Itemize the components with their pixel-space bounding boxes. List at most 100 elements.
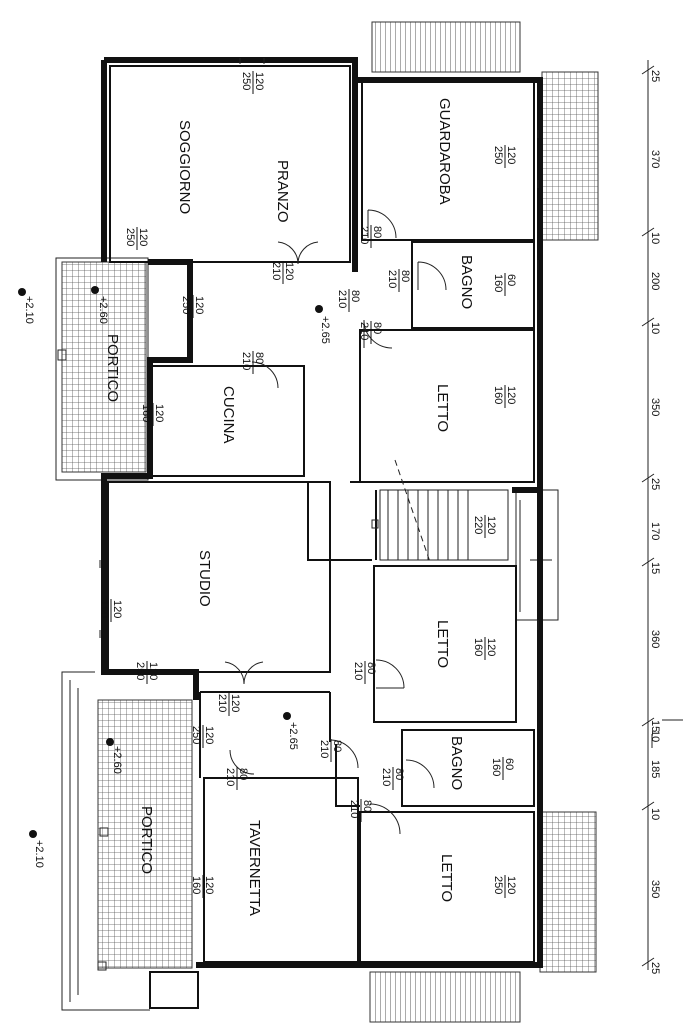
opening-height: 160 [492, 274, 504, 292]
opening-height: 250 [134, 662, 146, 680]
opening-width: 80 [393, 768, 405, 780]
opening-height: 160 [98, 600, 110, 618]
opening-width: 80 [331, 740, 343, 752]
dimension-value: 200 [649, 272, 661, 290]
opening-width: 120 [203, 726, 215, 744]
label-bagno-top: BAGNO [458, 255, 475, 309]
terrace-top-right [541, 71, 599, 241]
label-soggiorno: SOGGIORNO [176, 120, 193, 214]
dimension-value: 185 [649, 760, 661, 778]
room-tavernetta [203, 777, 359, 963]
hall-lines [199, 481, 514, 807]
portico-post [57, 349, 67, 361]
opening-height: 160 [492, 386, 504, 404]
window-marks [99, 58, 539, 930]
dimension-line [641, 60, 683, 970]
label-letto-bottom: LETTO [438, 854, 455, 902]
opening-width: 80 [361, 800, 373, 812]
opening-width: 120 [153, 404, 165, 422]
label-bagno-bottom: BAGNO [448, 736, 465, 790]
dimension-value: 350 [649, 398, 661, 416]
opening-width: 60 [505, 274, 517, 286]
room-cucina [151, 365, 305, 477]
dimension-value: 350 [649, 880, 661, 898]
label-pranzo: PRANZO [274, 160, 291, 223]
room-bagno-bottom [401, 729, 535, 807]
opening-width: 120 [137, 228, 149, 246]
room-guardaroba [361, 81, 535, 241]
opening-height: 210 [318, 740, 330, 758]
label-portico-bottom: PORTICO [138, 806, 155, 874]
opening-width: 80 [365, 662, 377, 674]
portico-post3 [97, 961, 107, 971]
opening-height: 250 [492, 146, 504, 164]
dimension-value: 15 [649, 562, 661, 574]
portico-post2 [99, 827, 109, 837]
room-bagno-top [411, 241, 535, 329]
opening-height: 250 [124, 228, 136, 246]
opening-width: 120 [485, 638, 497, 656]
opening-width: 120 [111, 600, 123, 618]
label-studio: STUDIO [196, 550, 213, 607]
dimension-value: 25 [649, 478, 661, 490]
label-guardaroba: GUARDAROBA [436, 98, 453, 205]
opening-height: 160 [190, 876, 202, 894]
portico-bottom-post [149, 971, 199, 1009]
room-letto-mid [373, 565, 517, 723]
stair [371, 459, 509, 563]
stair-platform-rail [519, 500, 552, 612]
opening-height: 210 [352, 662, 364, 680]
level-portico-top: +2.60 [97, 296, 109, 324]
opening-height: 210 [216, 694, 228, 712]
level-ext-bottom: +2.10 [33, 840, 45, 868]
opening-width: 120 [283, 262, 295, 280]
opening-width: 120 [485, 516, 497, 534]
dimension-value: 170 [649, 522, 661, 540]
opening-height: 210 [224, 768, 236, 786]
dimension-value: 25 [649, 962, 661, 974]
opening-width: 80 [253, 352, 265, 364]
opening-width: 120 [505, 146, 517, 164]
opening-height: 250 [240, 72, 252, 90]
opening-height: 160 [140, 404, 152, 422]
level-ext-top: +2.10 [23, 296, 35, 324]
opening-width: 120 [505, 386, 517, 404]
label-letto-mid: LETTO [434, 620, 451, 668]
opening-height: 220 [472, 516, 484, 534]
portico-bottom [97, 699, 193, 969]
dimension-value: 370 [649, 150, 661, 168]
dimension-value: 10 [649, 730, 661, 742]
door-swings [224, 209, 447, 835]
level-hall-bottom: +2.65 [287, 722, 299, 750]
level-markers [18, 286, 323, 838]
dimension-value: 15 [649, 720, 661, 732]
portico-bottom-frame [61, 671, 150, 1011]
dimension-value: 10 [649, 232, 661, 244]
opening-width: 120 [203, 876, 215, 894]
outer-wall [101, 57, 543, 968]
label-cucina: CUCINA [220, 386, 237, 444]
opening-height: 210 [358, 226, 370, 244]
opening-width: 120 [253, 72, 265, 90]
opening-height: 160 [490, 758, 502, 776]
